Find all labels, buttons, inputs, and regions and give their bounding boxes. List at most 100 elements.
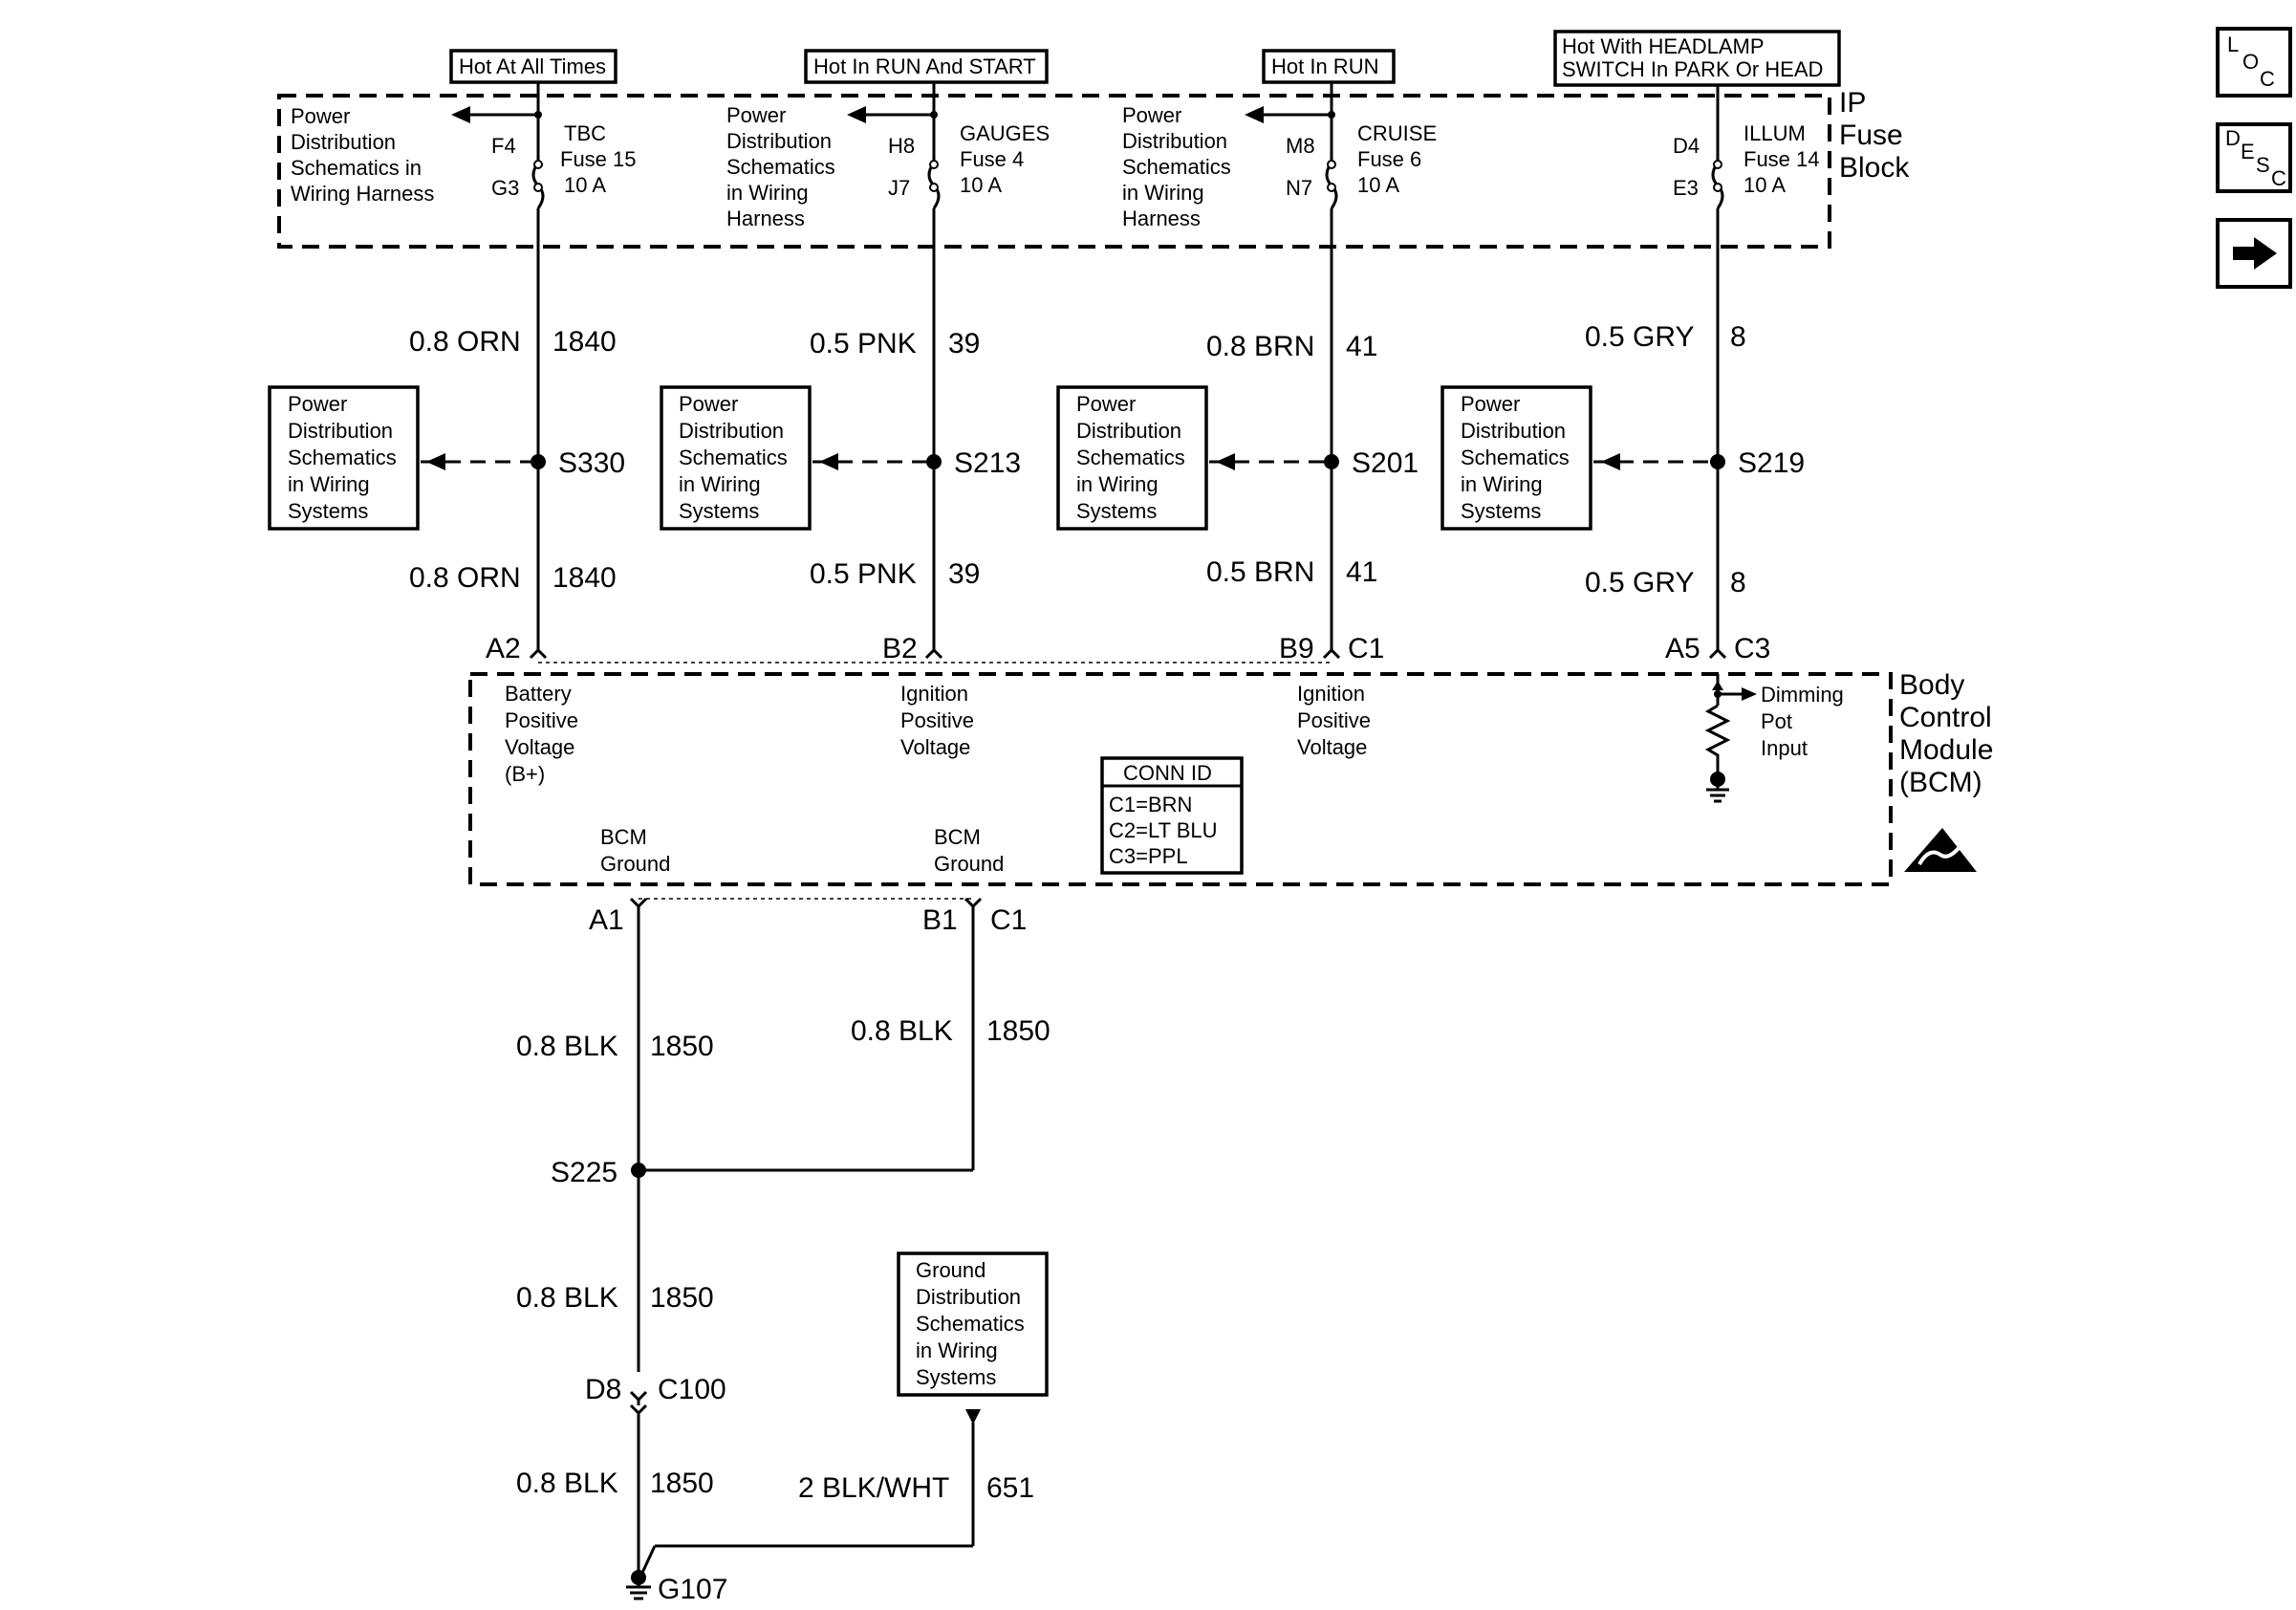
fuse-tbc: F4 G3 TBC Fuse 15 10 A Power Distributio… [291, 82, 637, 209]
fuse-rating: 10 A [1357, 173, 1399, 197]
svg-text:in Wiring: in Wiring [916, 1338, 998, 1362]
svg-text:Power: Power [679, 392, 738, 416]
svg-text:S: S [2256, 153, 2270, 177]
bcm-input-battery: Battery Positive Voltage (B+) [505, 682, 578, 786]
arrow-left-icon [451, 106, 470, 123]
svg-text:C: C [2271, 166, 2286, 190]
wire-color: 0.5 PNK [810, 558, 917, 590]
svg-text:Power: Power [726, 103, 786, 127]
svg-text:Systems: Systems [1461, 499, 1541, 523]
fuse-pin-in: M8 [1286, 134, 1315, 158]
splice-ref-s219: Power Distribution Schematics in Wiring … [1440, 385, 1710, 531]
arrow-down-icon [965, 1409, 981, 1425]
fuse-number: Fuse 15 [560, 147, 637, 171]
esd-warning-icon [1904, 828, 1977, 872]
svg-text:Pot: Pot [1761, 709, 1792, 733]
connector-female-icon [1708, 647, 1727, 660]
circuit-number: 1850 [986, 1015, 1051, 1047]
svg-text:Schematics: Schematics [916, 1312, 1025, 1336]
svg-text:in Wiring: in Wiring [1076, 472, 1159, 496]
fuse-note: Power Distribution Schematics in Wiring … [726, 103, 835, 230]
bcm-title: Body Control Module (BCM) [1899, 669, 1993, 798]
svg-text:Schematics: Schematics [679, 446, 788, 469]
fuse-number: Fuse 6 [1357, 147, 1421, 171]
wire-color: 0.8 ORN [409, 562, 521, 594]
fuse-name: CRUISE [1357, 121, 1437, 145]
wire-color: 0.8 BLK [516, 1468, 618, 1499]
wire-color: 0.8 BLK [516, 1282, 618, 1314]
bcm-outline [468, 672, 1893, 886]
fuse-cruise: M8 N7 CRUISE Fuse 6 10 A Power Distribut… [1122, 82, 1437, 230]
circuit-41: 0.8 BRN 41 S201 0.5 BRN 41 B9 C1 [1206, 208, 1419, 664]
pin-label: A1 [589, 904, 624, 936]
connector-label: C1 [990, 904, 1027, 936]
power-source-hot-in-run: Hot In RUN [1262, 49, 1396, 84]
circuit-number: 8 [1730, 567, 1746, 598]
svg-text:Voltage: Voltage [900, 735, 970, 759]
svg-text:C2=LT BLU: C2=LT BLU [1109, 818, 1218, 842]
splice-dot [926, 454, 942, 469]
fuse-number: Fuse 14 [1744, 147, 1820, 171]
desc-button[interactable]: D E S C [2216, 122, 2292, 193]
wire-color: 0.5 GRY [1585, 567, 1695, 598]
svg-text:Power: Power [1122, 103, 1181, 127]
svg-text:Ground: Ground [600, 852, 670, 876]
power-source-hot-at-all-times: Hot At All Times [449, 49, 617, 84]
pin-label: B9 [1279, 633, 1314, 664]
svg-text:in Wiring: in Wiring [1122, 181, 1204, 205]
circuit-number: 1850 [650, 1468, 714, 1499]
ground-icon [1706, 779, 1729, 803]
svg-text:Power: Power [288, 392, 347, 416]
arrow-left-icon [1245, 106, 1264, 123]
svg-text:D: D [2225, 126, 2241, 150]
svg-text:Positive: Positive [505, 708, 578, 732]
svg-text:Ignition: Ignition [900, 682, 968, 706]
svg-text:Schematics: Schematics [1122, 155, 1231, 179]
svg-text:Systems: Systems [1076, 499, 1157, 523]
wire-color: 0.8 BRN [1206, 331, 1314, 362]
connector-female-icon [1322, 647, 1341, 660]
svg-text:L: L [2227, 33, 2239, 56]
connector-label: C1 [1348, 633, 1384, 664]
svg-text:in Wiring: in Wiring [288, 472, 370, 496]
arrow-right-icon [1742, 687, 1757, 701]
pin-label: B1 [922, 904, 958, 936]
splice-dot [1324, 454, 1339, 469]
fuse-number: Fuse 4 [960, 147, 1024, 171]
svg-text:Power: Power [1461, 392, 1520, 416]
power-source-label: Hot In RUN [1271, 54, 1378, 78]
arrow-left-icon [819, 453, 838, 470]
circuit-number: 41 [1346, 331, 1377, 362]
power-source-label: Hot At All Times [459, 54, 606, 78]
svg-text:Block: Block [1839, 152, 1910, 184]
wire-color: 0.5 PNK [810, 328, 917, 359]
svg-text:Voltage: Voltage [1297, 735, 1367, 759]
svg-text:Ignition: Ignition [1297, 682, 1365, 706]
fuse-note: Power Distribution Schematics in Wiring … [1122, 103, 1231, 230]
connector-male-icon [964, 897, 983, 909]
fuse-pin-out: N7 [1286, 176, 1312, 200]
loc-button[interactable]: L O C [2216, 27, 2292, 98]
svg-text:Control: Control [1899, 702, 1992, 733]
svg-text:C: C [2260, 67, 2275, 91]
svg-text:BCM: BCM [600, 825, 647, 849]
svg-text:C1=BRN: C1=BRN [1109, 793, 1192, 816]
svg-text:Dimming: Dimming [1761, 683, 1844, 707]
power-source-hot-in-run-and-start: Hot In RUN And START [804, 49, 1049, 84]
splice-dot [631, 1163, 646, 1178]
next-button[interactable] [2216, 218, 2292, 289]
splice-ref-s330: Power Distribution Schematics in Wiring … [268, 385, 531, 531]
fuse-pin-out: E3 [1673, 176, 1699, 200]
arrow-left-icon [426, 453, 445, 470]
connector-male-icon [629, 897, 648, 909]
arrow-left-icon [847, 106, 866, 123]
circuit-number: 39 [948, 328, 980, 359]
connector-label: C100 [658, 1374, 726, 1405]
svg-text:Distribution: Distribution [1122, 129, 1227, 153]
splice-dot [531, 454, 546, 469]
wire-color: 0.5 GRY [1585, 321, 1695, 353]
circuit-number: 8 [1730, 321, 1746, 353]
svg-text:Schematics: Schematics [726, 155, 835, 179]
svg-text:Distribution: Distribution [916, 1285, 1021, 1309]
